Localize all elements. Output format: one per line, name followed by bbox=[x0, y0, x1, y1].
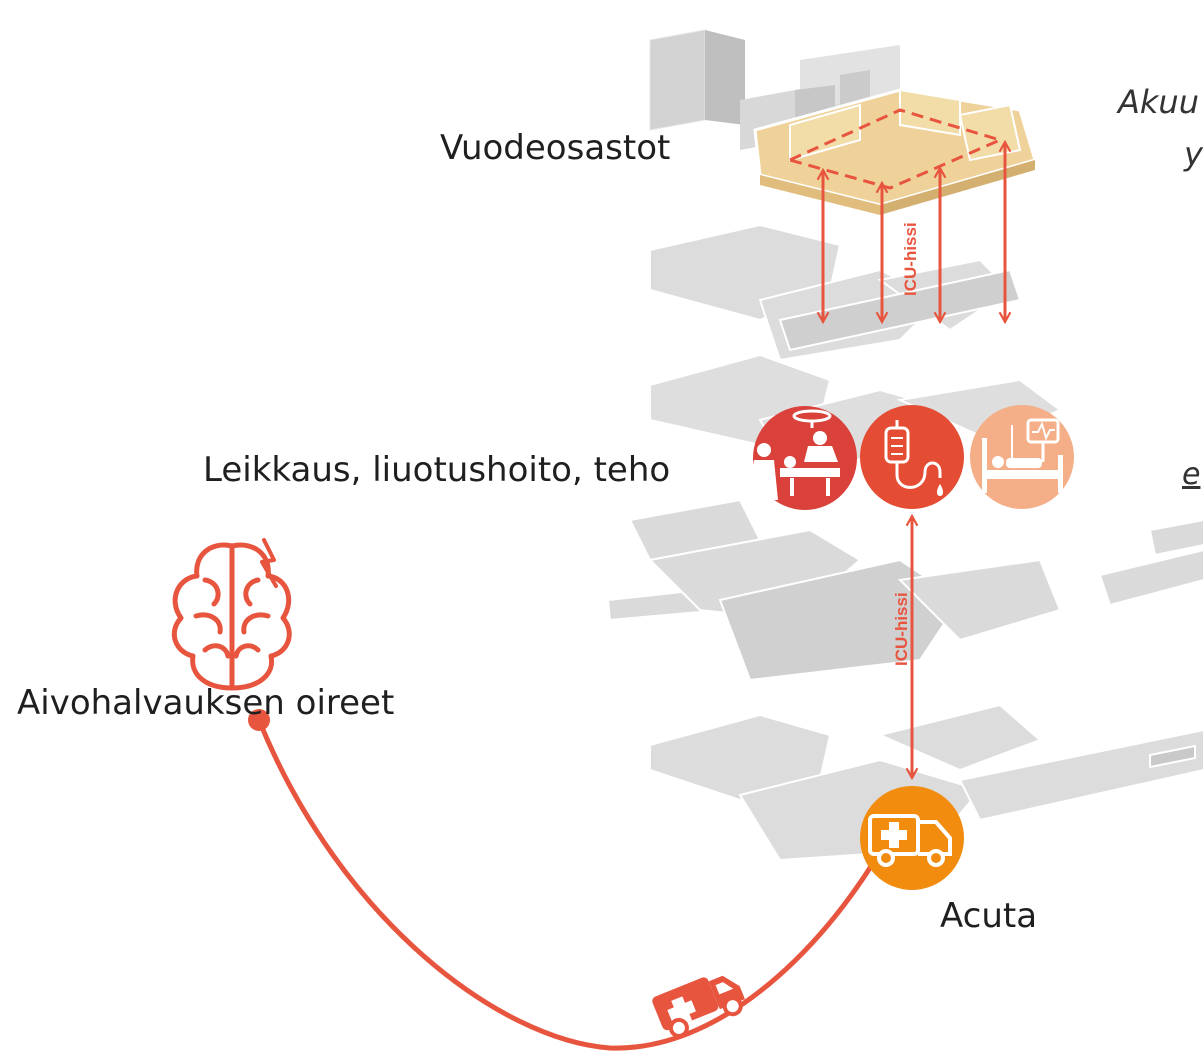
iv-drip-icon bbox=[860, 405, 964, 509]
acuta-label: Acuta bbox=[940, 896, 1038, 936]
elevator-arrows bbox=[823, 142, 1005, 778]
side-text-line2: y bbox=[1184, 135, 1203, 173]
elevator-label-lower: ICU-hissi bbox=[892, 592, 911, 666]
treatment-label: Leikkaus, liuotushoito, teho bbox=[203, 450, 671, 490]
side-text-line3: e bbox=[1182, 457, 1201, 492]
route-ambulance-icon bbox=[652, 975, 745, 1038]
ambulance-icon bbox=[860, 786, 964, 890]
building-floor-3 bbox=[649, 223, 1022, 362]
building-floor-1 bbox=[606, 498, 1204, 682]
patient-route bbox=[256, 717, 898, 1051]
icu-bed-icon bbox=[970, 405, 1074, 509]
brain-stroke-icon bbox=[171, 538, 292, 691]
surgery-icon bbox=[750, 406, 857, 510]
ward-label: Vuodeosastot bbox=[440, 128, 671, 168]
side-text-line1: Akuu bbox=[1118, 83, 1199, 121]
elevator-label-upper: ICU-hissi bbox=[901, 222, 920, 296]
route-start-dot bbox=[248, 709, 270, 731]
symptoms-label: Aivohalvauksen oireet bbox=[17, 683, 395, 723]
